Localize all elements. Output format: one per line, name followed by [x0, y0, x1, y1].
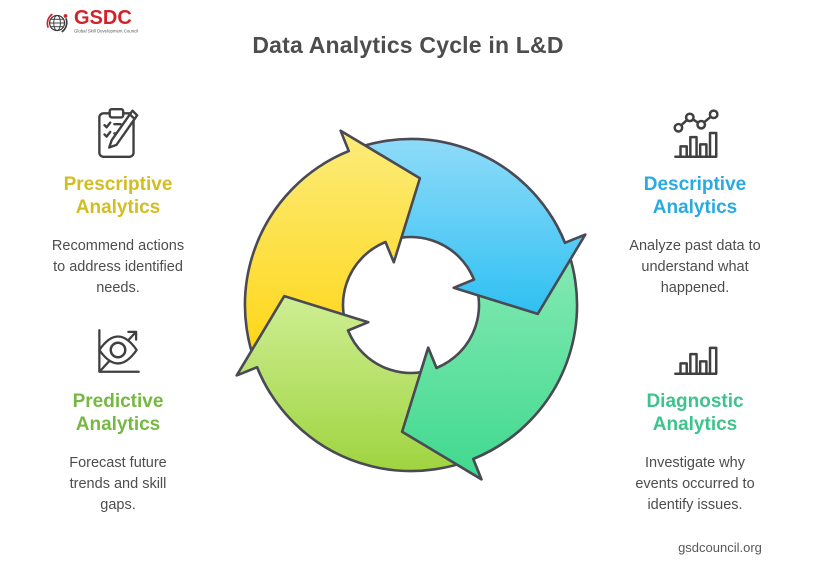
diagnostic-body-line3: identify issues.	[647, 497, 743, 513]
website-url: gsdcouncil.org	[678, 540, 762, 555]
predictive-title-line1: Predictive	[72, 391, 164, 412]
diagnostic-body-line1: Investigate why	[645, 455, 745, 471]
section-descriptive: Descriptive Analytics Analyze past data …	[595, 103, 795, 299]
section-prescriptive: Prescriptive Analytics Recommend actions…	[18, 103, 218, 299]
prescriptive-title-line1: Prescriptive	[63, 174, 173, 195]
logo-name: GSDC	[74, 7, 132, 29]
eye-forecast-chart-icon	[98, 329, 140, 373]
section-diagnostic: Diagnostic Analytics Investigate why eve…	[595, 320, 795, 516]
prescriptive-body-line2: to address identified	[53, 259, 183, 275]
globe-icon	[46, 13, 68, 33]
predictive-body-line1: Forecast future	[69, 455, 167, 471]
predictive-title-line2: Analytics	[75, 414, 161, 435]
descriptive-title-line2: Analytics	[652, 197, 738, 218]
page-title: Data Analytics Cycle in L&D	[252, 32, 564, 58]
predictive-body-line3: gaps.	[100, 497, 136, 513]
descriptive-body-line2: understand what	[641, 259, 749, 275]
dot-line-bar-chart-icon	[673, 109, 719, 159]
descriptive-title-line1: Descriptive	[643, 174, 747, 195]
descriptive-body-line3: happened.	[660, 280, 730, 296]
diagnostic-title-line1: Diagnostic	[646, 391, 744, 412]
section-predictive: Predictive Analytics Forecast future tre…	[18, 320, 218, 516]
diagnostic-title-line2: Analytics	[652, 414, 738, 435]
gsdc-logo: GSDC Global Skill Development Council	[44, 7, 168, 37]
prescriptive-title-line2: Analytics	[75, 197, 161, 218]
logo-tagline: Global Skill Development Council	[74, 29, 139, 34]
prescriptive-body-line3: needs.	[96, 280, 140, 296]
diagnostic-body-line2: events occurred to	[635, 476, 755, 492]
clipboard-pencil-icon	[98, 107, 139, 158]
prescriptive-body-line1: Recommend actions	[51, 238, 185, 254]
descriptive-body-line1: Analyze past data to	[629, 238, 761, 254]
predictive-body-line2: trends and skill	[69, 476, 167, 492]
analytics-cycle-diagram	[235, 129, 587, 481]
bar-chart-icon	[674, 346, 718, 376]
